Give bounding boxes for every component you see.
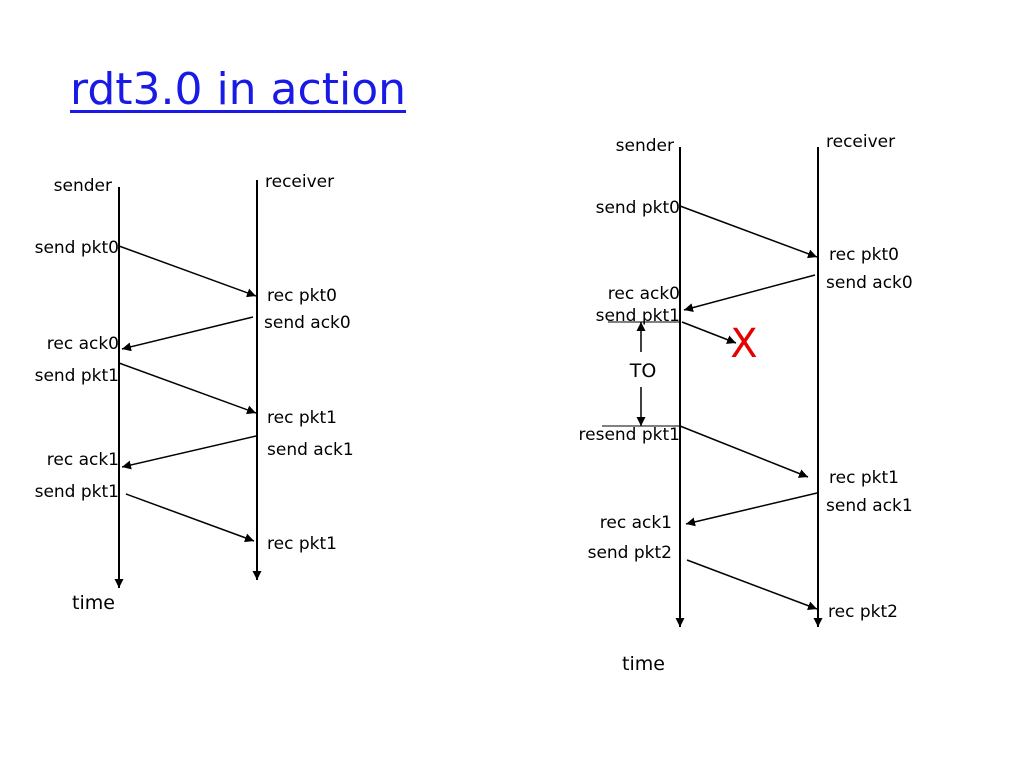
right-diagram: X TO sender receiver send pkt0 rec pkt0 … — [579, 132, 913, 675]
page-title: rdt3.0 in action — [70, 64, 406, 115]
left-pkt1-retx-arrow — [125, 493, 255, 543]
left-rec-ack0: rec ack0 — [47, 334, 119, 354]
left-send-pkt0: send pkt0 — [35, 238, 119, 258]
left-rec-pkt1-a: rec pkt1 — [267, 408, 337, 428]
right-send-ack1: send ack1 — [826, 496, 913, 516]
right-rec-pkt0: rec pkt0 — [829, 245, 899, 265]
left-send-ack1: send ack1 — [267, 440, 354, 460]
left-ack1-arrow — [121, 435, 257, 470]
left-send-pkt1-a: send pkt1 — [35, 366, 119, 386]
right-sender-label: sender — [616, 136, 674, 156]
right-ack1-arrow — [685, 492, 818, 527]
right-send-pkt2: send pkt2 — [588, 543, 672, 563]
left-rec-pkt0: rec pkt0 — [267, 286, 337, 306]
left-diagram: sender receiver send pkt0 rec pkt0 send … — [35, 172, 354, 614]
right-pkt1-lost-arrow — [681, 321, 737, 344]
right-time-label: time — [622, 653, 665, 675]
left-ack0-arrow — [121, 316, 254, 352]
timeout-label: TO — [629, 360, 657, 382]
right-receiver-label: receiver — [826, 132, 895, 152]
left-sender-label: sender — [54, 176, 112, 196]
right-pkt0-arrow — [679, 205, 818, 259]
right-pkt2-arrow — [686, 559, 818, 611]
right-rec-ack0: rec ack0 — [608, 284, 680, 304]
right-send-ack0: send ack0 — [826, 273, 913, 293]
right-ack0-arrow — [683, 274, 816, 313]
left-pkt1-arrow — [118, 362, 257, 415]
left-send-pkt1-b: send pkt1 — [35, 482, 119, 502]
right-rec-pkt2: rec pkt2 — [828, 602, 898, 622]
right-resend-pkt1: resend pkt1 — [579, 425, 680, 445]
left-pkt0-arrow — [118, 245, 257, 298]
right-rec-pkt1: rec pkt1 — [829, 468, 899, 488]
left-rec-pkt1-b: rec pkt1 — [267, 534, 337, 554]
left-time-label: time — [72, 592, 115, 614]
right-send-pkt1: send pkt1 — [596, 306, 680, 326]
right-send-pkt0: send pkt0 — [596, 198, 680, 218]
loss-mark-icon: X — [730, 321, 757, 367]
left-send-ack0: send ack0 — [264, 313, 351, 333]
left-receiver-label: receiver — [265, 172, 334, 192]
right-rec-ack1: rec ack1 — [600, 513, 672, 533]
left-rec-ack1: rec ack1 — [47, 450, 119, 470]
right-pkt1-resend-arrow — [679, 425, 809, 478]
